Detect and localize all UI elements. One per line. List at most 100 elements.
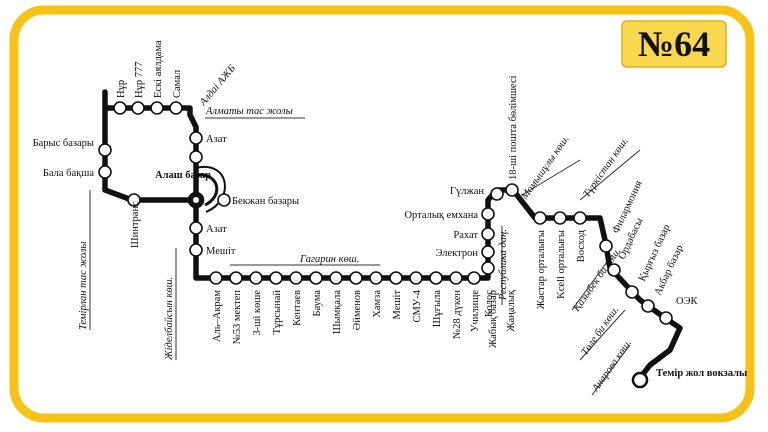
stop-circle: [533, 211, 547, 225]
stop-circle: [389, 271, 403, 285]
stop-circle: [189, 150, 203, 164]
stop-label: Әйменов: [352, 290, 363, 330]
stop-circle: [269, 271, 283, 285]
stop-label: Шымқала: [332, 290, 343, 334]
stop-circle: [449, 271, 463, 285]
stop-circle: [98, 143, 112, 157]
stop-label: Жастар орталығы: [536, 230, 547, 309]
stop-label: Самал: [172, 70, 183, 98]
stop-label: 18-ші пошта бөлімшесі: [508, 75, 519, 180]
stop-label: Ескі аялдама: [153, 40, 164, 98]
stop-label: Электрон: [436, 248, 479, 259]
map-frame: [9, 5, 755, 423]
street-label: Анарова көш.: [590, 338, 634, 395]
stop-circle: [467, 271, 481, 285]
street-label: Темірлан тас жолы: [78, 241, 89, 330]
stop-label: Тұрсынай: [272, 290, 283, 335]
stop-label: Хамза: [372, 290, 383, 318]
street-label: Төле би көш.: [579, 305, 621, 358]
stops: [98, 101, 673, 389]
terminal-stop: [631, 371, 649, 389]
stop-label: Мешіт: [392, 290, 403, 320]
stop-circle: [229, 271, 243, 285]
stop-circle: [573, 211, 587, 225]
stop-label: Бала бақша: [43, 168, 94, 179]
stop-label: №53 мектеп: [232, 290, 243, 345]
stop-circle: [289, 271, 303, 285]
street-lines: [89, 117, 641, 396]
stop-circle: [189, 131, 203, 145]
alash-loop-arrow: [195, 165, 226, 213]
stop-label: Кентаев: [292, 290, 303, 326]
stop-circle: [98, 165, 112, 179]
stop-circle: [481, 227, 495, 241]
stop-circle: [505, 183, 519, 197]
stop-label: Азат: [206, 134, 227, 145]
stop-circle: [189, 221, 203, 235]
stop-circle: [625, 285, 639, 299]
stop-circle: [329, 271, 343, 285]
street-label: Алматы тас жолы: [205, 106, 293, 117]
stop-circle: [599, 239, 613, 253]
street-label: Түркістан көш.: [581, 136, 630, 200]
stop-circle: [369, 271, 383, 285]
stop-label: Азат: [206, 224, 227, 235]
stop-circle: [131, 101, 145, 115]
stop-circle: [409, 271, 423, 285]
stop-circle: [349, 271, 363, 285]
stop-circle: [481, 261, 495, 275]
stop-circle: [249, 271, 263, 285]
stop-label: №28 дүкен: [452, 290, 463, 339]
street-label: Республика даң.: [498, 229, 509, 301]
route-number-badge: №64: [621, 20, 727, 68]
stop-label: Нұр: [116, 80, 127, 98]
stop-label: Гүлжан: [450, 186, 484, 197]
stop-label: Рахат: [453, 230, 478, 241]
street-label: Алдаі АЖБ: [197, 63, 238, 109]
stop-circle: [217, 193, 231, 207]
stop-circle: [659, 311, 673, 325]
stop-label: Нұр 777: [134, 62, 145, 98]
alash-loop: [195, 173, 219, 207]
stop-label: Аль–Акрам: [212, 290, 223, 342]
stop-circle: [607, 263, 621, 277]
stop-circle: [641, 299, 655, 313]
stop-circle: [481, 245, 495, 259]
stop-circle: [429, 271, 443, 285]
stop-circle: [481, 207, 495, 221]
stop-circle: [127, 193, 141, 207]
stop-label: Шинтранс: [130, 201, 141, 248]
stop-label: Колос: [484, 290, 495, 317]
stop-circle: [189, 243, 203, 257]
stop-label: Баума: [312, 290, 323, 317]
street-label: Гагарин көш.: [299, 254, 359, 265]
stop-label: Kcell орталығы: [556, 230, 567, 299]
stop-circle: [150, 101, 164, 115]
stop-label: Шұғыла: [432, 290, 443, 327]
terminal-label: Темір жол вокзалы: [656, 368, 747, 379]
street-label: Момышұлы көш.: [519, 134, 572, 203]
stop-label: Восход: [576, 229, 587, 262]
stop-label: Жаңалық: [506, 289, 517, 331]
route-number: №64: [638, 24, 710, 64]
stop-circle: [209, 271, 223, 285]
stop-label: Орталық емхана: [404, 210, 478, 221]
stop-circle: [490, 187, 504, 201]
stop-circle: [113, 101, 127, 115]
alash-hub-center: [193, 197, 199, 203]
stop-label: Жабық базар: [488, 290, 499, 348]
street-label: Жіделбайсын көш.: [164, 277, 175, 361]
stop-label-hub: Алаш базар: [155, 170, 211, 181]
stop-circle: [309, 271, 323, 285]
stop-circle: [169, 101, 183, 115]
stop-label: Мешіт: [206, 246, 236, 257]
stop-label: Училище: [470, 290, 481, 332]
stop-label: 3-ші көше: [252, 290, 263, 336]
stop-label: Бекжан базары: [232, 196, 299, 207]
stop-label: Барыс базары: [33, 138, 94, 149]
stop-circle: [553, 211, 567, 225]
stop-label: ОЭК: [676, 296, 699, 307]
stop-label: СМУ-4: [412, 289, 423, 322]
